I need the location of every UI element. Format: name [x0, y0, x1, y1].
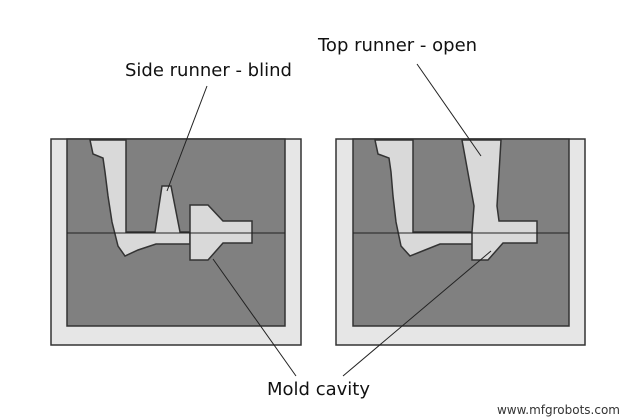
- right-mold: [335, 138, 586, 346]
- left-riser-and-runner: [89, 139, 191, 257]
- leader-mold-cavity-left: [212, 258, 297, 377]
- right-top-runner-and-cavity: [461, 139, 538, 261]
- left-mold: [50, 138, 302, 346]
- leader-top-runner: [416, 63, 482, 157]
- leader-side-runner: [166, 85, 208, 192]
- leader-mold-cavity-right: [342, 250, 492, 377]
- watermark: www.mfgrobots.com: [497, 403, 620, 417]
- right-riser: [374, 139, 474, 257]
- label-side-runner: Side runner - blind: [125, 60, 292, 81]
- labels: Side runner - blind Top runner - open Mo…: [125, 35, 492, 400]
- label-mold-cavity: Mold cavity: [267, 379, 370, 400]
- label-top-runner: Top runner - open: [317, 35, 477, 56]
